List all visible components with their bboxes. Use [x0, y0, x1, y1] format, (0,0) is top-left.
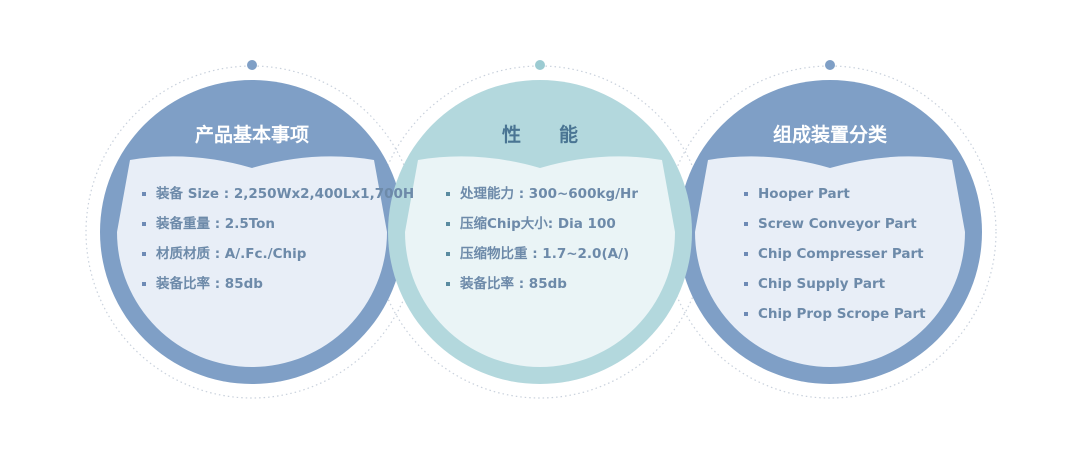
marker-dot-left [247, 60, 257, 70]
list-item: Screw Conveyor Part [744, 209, 926, 239]
list-item: 处理能力 : 300~600kg/Hr [446, 179, 638, 209]
list-item-text: 装备 Size : 2,250Wx2,400Lx1,700H [156, 186, 415, 202]
bullet-square-icon [446, 192, 450, 196]
bullet-square-icon [446, 282, 450, 286]
list-item-text: Hooper Part [758, 186, 850, 202]
list-item-text: 处理能力 : 300~600kg/Hr [460, 186, 638, 202]
list-item: Hooper Part [744, 179, 926, 209]
list-item-text: 压缩Chip大小: Dia 100 [460, 216, 616, 232]
panel-middle-inner [405, 156, 675, 367]
panel-left-inner [117, 156, 387, 367]
basic-items-list: 装备 Size : 2,250Wx2,400Lx1,700H 装备重量 : 2.… [142, 179, 414, 299]
list-item-text: Chip Supply Part [758, 276, 886, 292]
list-item: 压缩Chip大小: Dia 100 [446, 209, 638, 239]
list-item-text: 装备重量 : 2.5Ton [156, 216, 276, 232]
bullet-square-icon [142, 222, 146, 226]
bullet-square-icon [142, 252, 146, 256]
bullet-square-icon [446, 222, 450, 226]
panel-title-components: 组成装置分类 [772, 124, 887, 146]
list-item: 装备比率 : 85db [142, 269, 414, 299]
list-item: Chip Supply Part [744, 269, 926, 299]
list-item-text: 压缩物比重 : 1.7~2.0(A/) [460, 246, 630, 262]
list-item-text: 装备比率 : 85db [460, 276, 567, 292]
list-item: 装备 Size : 2,250Wx2,400Lx1,700H [142, 179, 414, 209]
panel-title-performance: 性 能 [501, 124, 578, 146]
list-item: 材质材质 : A/.Fc./Chip [142, 239, 414, 269]
bullet-square-icon [744, 282, 748, 286]
panel-right-inner [695, 156, 965, 367]
list-item: 压缩物比重 : 1.7~2.0(A/) [446, 239, 638, 269]
list-item-text: 装备比率 : 85db [156, 276, 263, 292]
bullet-square-icon [744, 222, 748, 226]
list-item-text: 材质材质 : A/.Fc./Chip [156, 246, 307, 262]
component-items-list: Hooper Part Screw Conveyor Part Chip Com… [744, 179, 926, 329]
dotted-ring-right [663, 65, 997, 399]
list-item: Chip Prop Scrope Part [744, 299, 926, 329]
list-item-text: Screw Conveyor Part [758, 216, 917, 232]
list-item-text: Chip Prop Scrope Part [758, 306, 926, 322]
bullet-square-icon [744, 192, 748, 196]
list-item: 装备比率 : 85db [446, 269, 638, 299]
list-item: Chip Compresser Part [744, 239, 926, 269]
list-item-text: Chip Compresser Part [758, 246, 924, 262]
bullet-square-icon [446, 252, 450, 256]
bullet-square-icon [142, 282, 146, 286]
list-item: 装备重量 : 2.5Ton [142, 209, 414, 239]
bullet-square-icon [142, 192, 146, 196]
marker-dot-middle [535, 60, 545, 70]
panel-title-basic: 产品基本事项 [194, 124, 309, 146]
marker-dot-right [825, 60, 835, 70]
bullet-square-icon [744, 312, 748, 316]
bullet-square-icon [744, 252, 748, 256]
performance-items-list: 处理能力 : 300~600kg/Hr 压缩Chip大小: Dia 100 压缩… [446, 179, 638, 299]
